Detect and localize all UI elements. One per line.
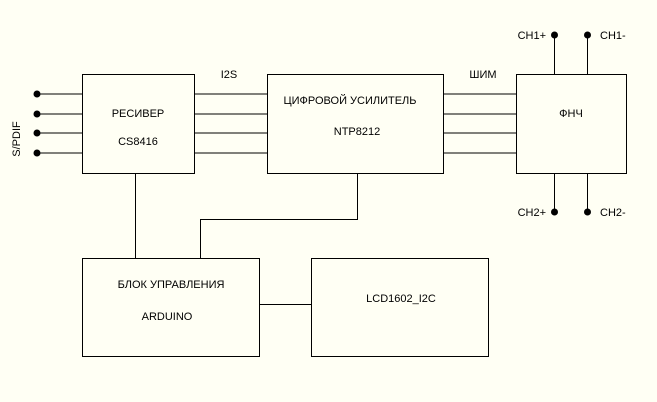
outputs: CH1+ CH1- CH2+ CH2- — [518, 30, 626, 219]
receiver-block: РЕСИВЕР CS8416 — [82, 74, 195, 174]
filter-title: ФНЧ — [559, 108, 583, 120]
amplifier-to-control-wire — [200, 174, 358, 258]
i2s-bus — [195, 93, 267, 154]
ch1-plus-label: CH1+ — [518, 30, 546, 42]
ch2-minus-label: CH2- — [600, 207, 626, 219]
ch2-plus-terminal — [551, 208, 558, 216]
display-block: LCD1602_I2C — [311, 258, 489, 357]
spdif-inputs — [33, 90, 82, 157]
display-title: LCD1602_I2C — [366, 293, 436, 305]
filter-block: ФНЧ — [516, 74, 627, 174]
amplifier-block: ЦИФРОВОЙ УСИЛИТЕЛЬ NTP8212 — [267, 74, 444, 174]
ch2-plus-label: CH2+ — [518, 207, 546, 219]
ch1-plus-terminal — [551, 31, 558, 39]
receiver-title: РЕСИВЕР — [112, 108, 165, 120]
pwm-bus-label: ШИМ — [469, 69, 496, 81]
amplifier-subtitle: NTP8212 — [334, 126, 380, 138]
pwm-bus — [444, 93, 516, 154]
ch1-minus-label: CH1- — [600, 30, 626, 42]
i2s-bus-label: I2S — [221, 69, 238, 81]
ch1-minus-terminal — [584, 31, 591, 39]
control-subtitle: ARDUINO — [142, 311, 193, 323]
ch2-minus-terminal — [584, 208, 591, 216]
control-title: БЛОК УПРАВЛЕНИЯ — [118, 279, 225, 291]
control-wires — [135, 174, 358, 305]
receiver-subtitle: CS8416 — [118, 136, 158, 148]
spdif-label: S/PDIF — [11, 121, 23, 157]
amplifier-title: ЦИФРОВОЙ УСИЛИТЕЛЬ — [283, 94, 416, 107]
control-block: БЛОК УПРАВЛЕНИЯ ARDUINO — [82, 258, 260, 357]
